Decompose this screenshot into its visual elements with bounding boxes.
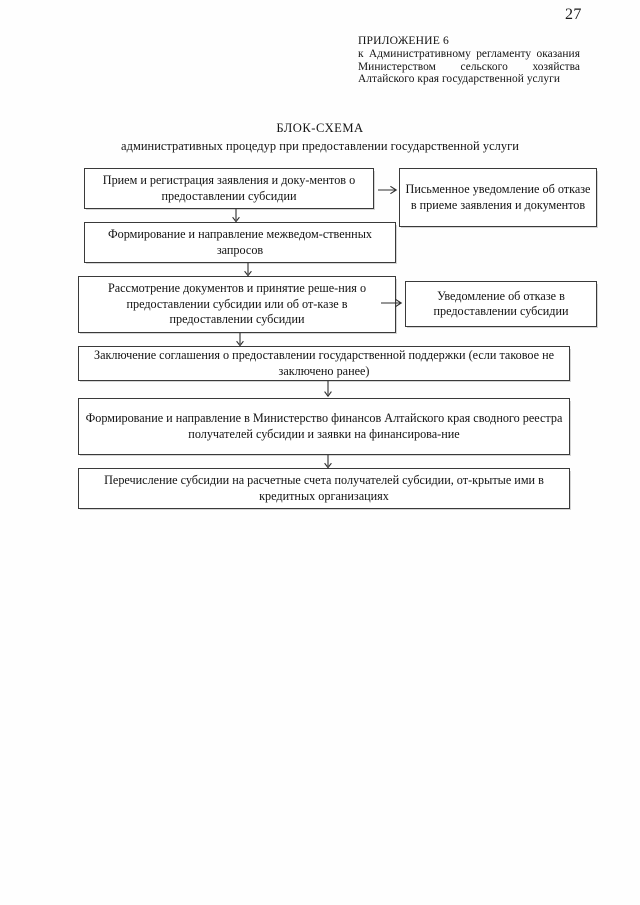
- flow-box-subsidy-refusal-notice: Уведомление об отказе в предоставлении с…: [405, 281, 598, 328]
- appendix-reference-text: к Административному регламенту оказания …: [358, 48, 580, 86]
- flow-box-agreement-conclusion: Заключение соглашения о предоставлении г…: [78, 346, 571, 382]
- flow-box-label: Рассмотрение документов и принятие реше-…: [107, 281, 367, 327]
- arrow-down-icon-review-to-agreement: [234, 333, 246, 347]
- arrow-down-icon-agreement-to-registry: [322, 381, 334, 398]
- flow-box-label: Перечисление субсидии на расчетные счета…: [104, 473, 544, 503]
- flow-box-label: Письменное уведомление об отказе в прием…: [405, 182, 591, 212]
- arrow-right-icon-accept-to-refusal: [378, 184, 398, 196]
- flow-box-interdepartmental-requests: Формирование и направление межведом-стве…: [84, 222, 397, 264]
- flow-box-accept-registration: Прием и регистрация заявления и доку-мен…: [84, 168, 375, 210]
- flow-box-document-review-decision: Рассмотрение документов и принятие реше-…: [78, 276, 397, 334]
- flow-box-subsidy-transfer: Перечисление субсидии на расчетные счета…: [78, 468, 571, 510]
- page-number: 27: [565, 6, 582, 23]
- arrow-down-icon-accept-to-interdept: [230, 209, 242, 223]
- arrow-down-icon-registry-to-transfer: [322, 455, 334, 469]
- appendix-title: ПРИЛОЖЕНИЕ 6: [358, 34, 449, 47]
- scheme-title: БЛОК-СХЕМА: [276, 121, 364, 135]
- arrow-right-icon-review-to-refusal: [381, 297, 403, 309]
- flow-box-label: Прием и регистрация заявления и доку-мен…: [102, 173, 356, 203]
- flow-box-written-refusal-notice: Письменное уведомление об отказе в прием…: [399, 168, 598, 228]
- appendix-header: ПРИЛОЖЕНИЕ 6 к Административному регламе…: [358, 34, 580, 86]
- scheme-subtitle: административных процедур при предоставл…: [121, 139, 519, 153]
- flow-box-label: Уведомление об отказе в предоставлении с…: [433, 288, 569, 318]
- flow-box-label: Заключение соглашения о предоставлении г…: [93, 348, 555, 378]
- flow-box-label: Формирование и направление в Министерств…: [85, 411, 563, 441]
- flow-box-label: Формирование и направление межведом-стве…: [108, 227, 372, 257]
- arrow-down-icon-interdept-to-review: [242, 263, 254, 277]
- flow-box-registry-formation: Формирование и направление в Министерств…: [78, 398, 571, 456]
